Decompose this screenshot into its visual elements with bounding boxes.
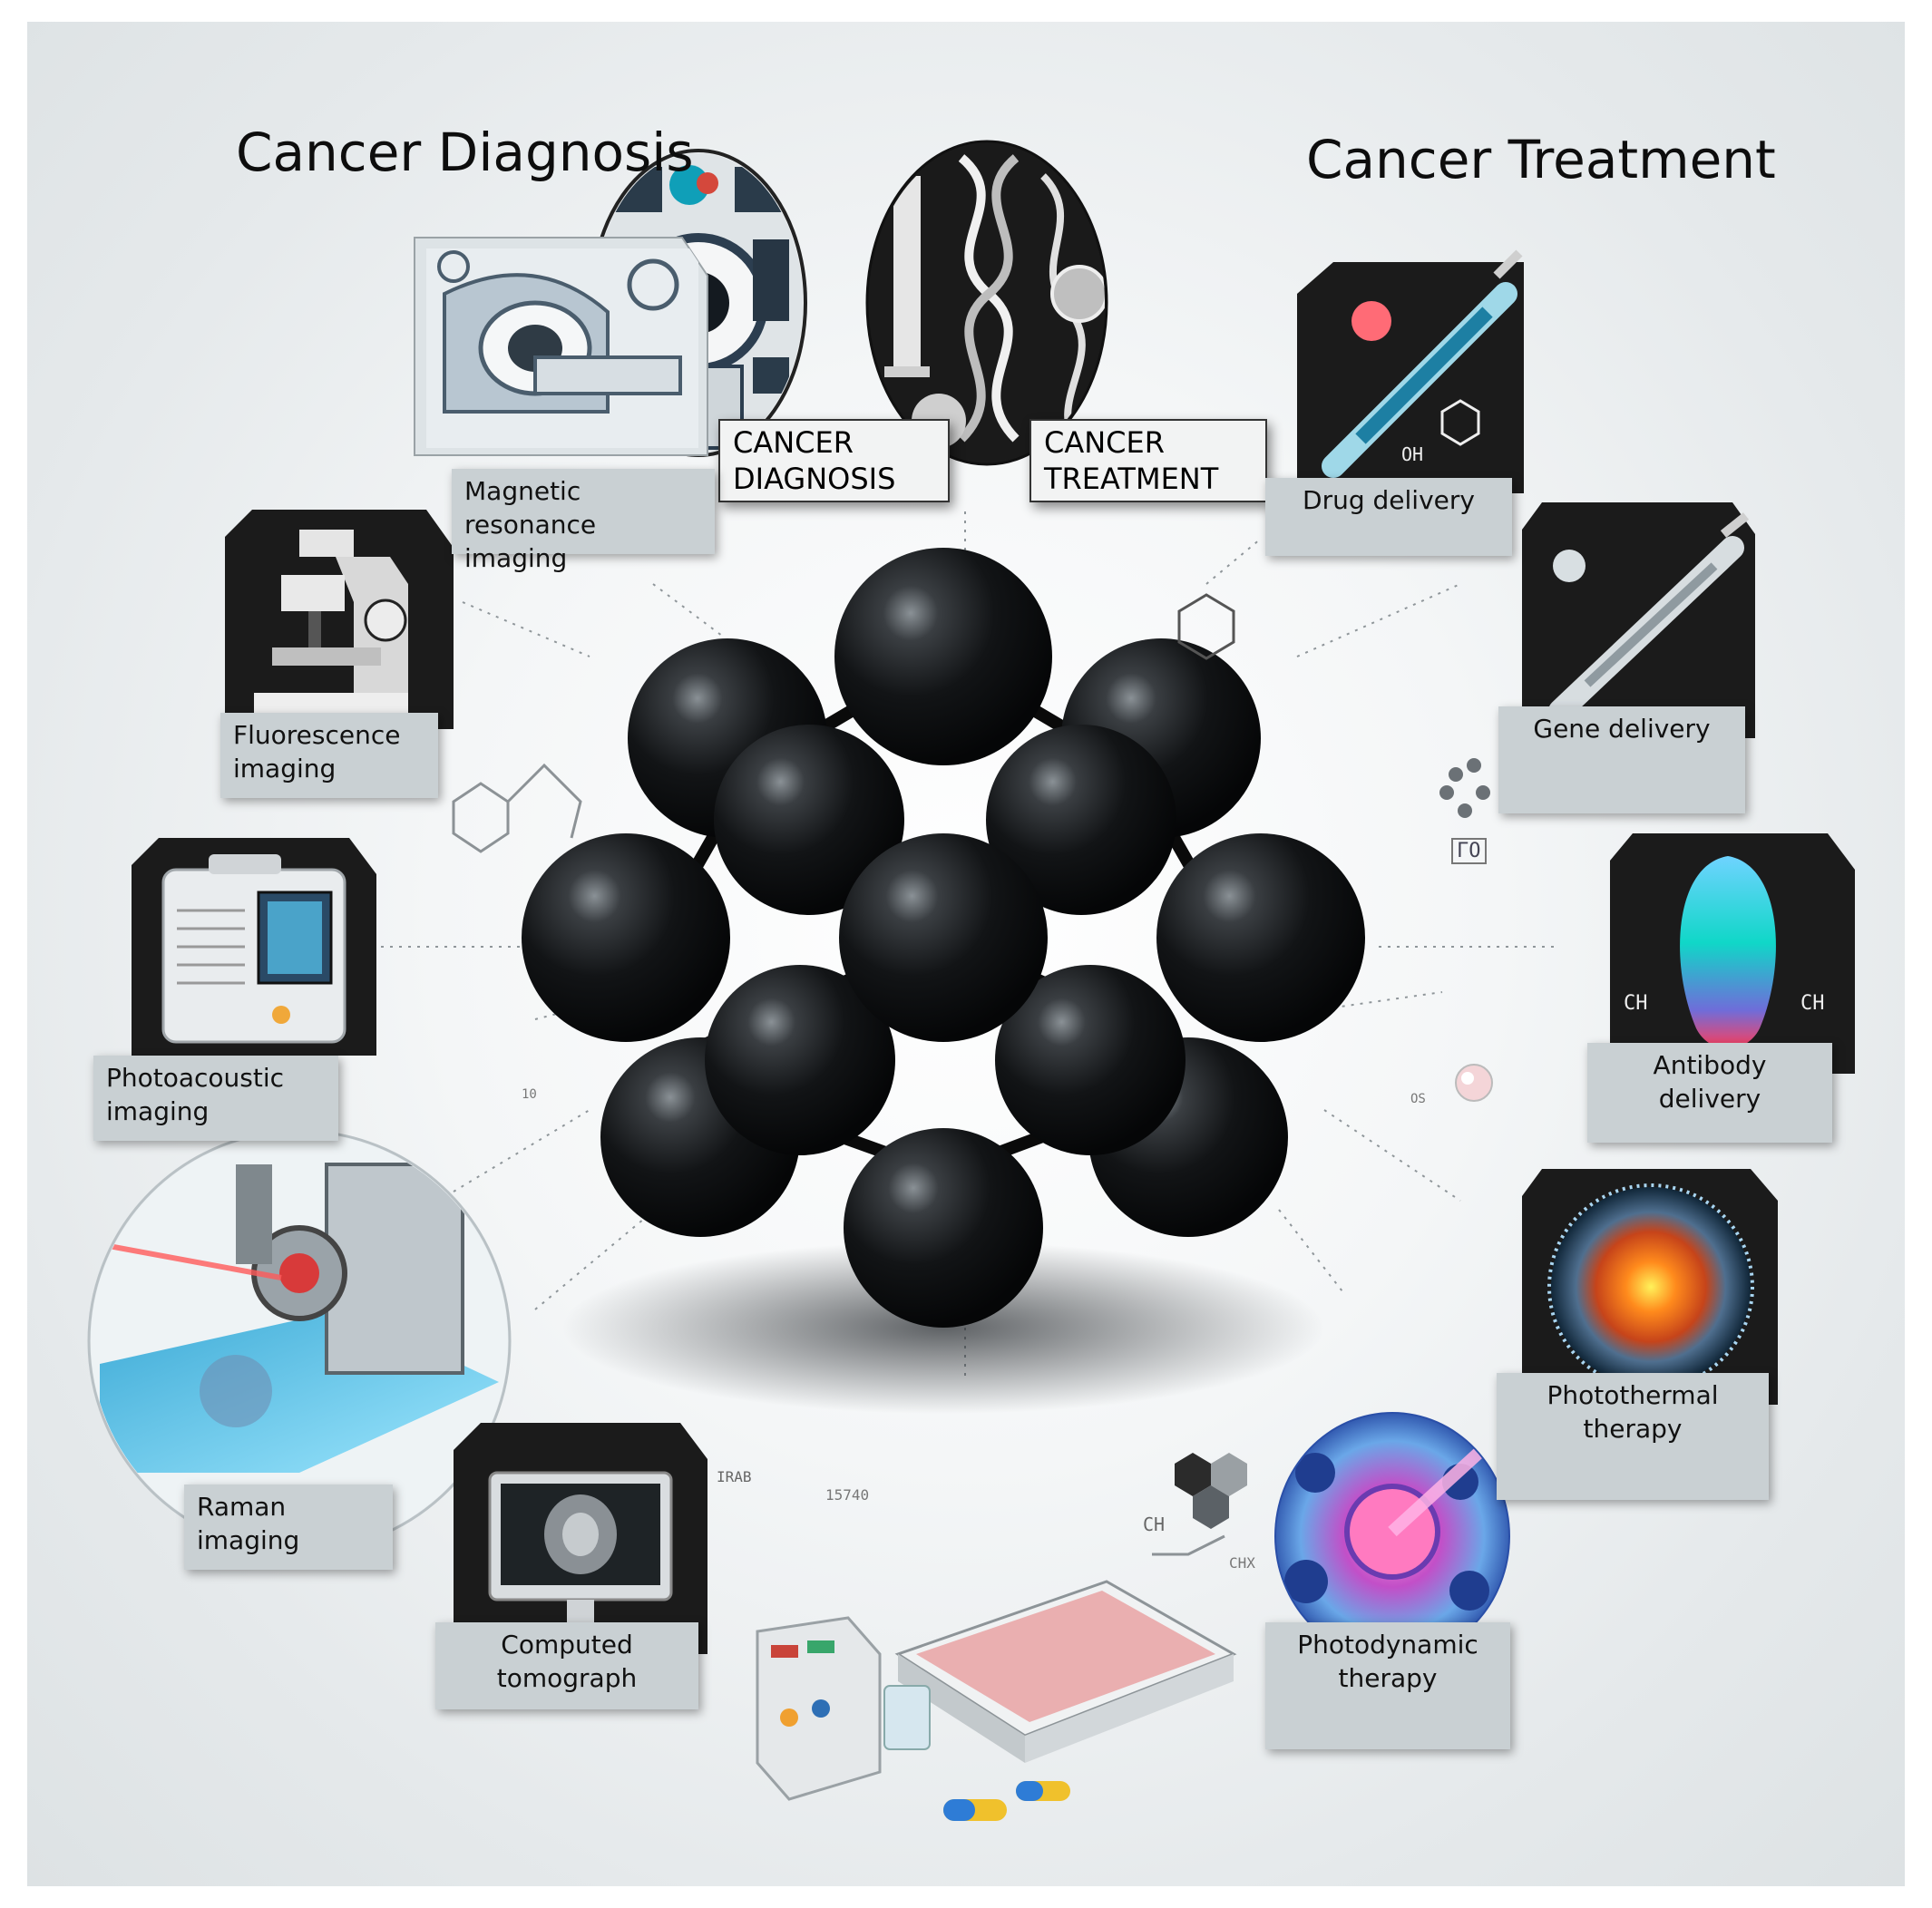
lab-equipment bbox=[756, 1580, 1237, 1821]
label-antibody-delivery: Antibody delivery bbox=[1587, 1043, 1832, 1143]
deco-chx: CHX bbox=[1229, 1554, 1255, 1572]
label-photodynamic: Photodynamic therapy bbox=[1265, 1622, 1510, 1749]
label-photothermal: Photothermal therapy bbox=[1497, 1373, 1769, 1500]
photodynamic-tile bbox=[1274, 1412, 1510, 1660]
figure-canvas: Cancer Diagnosis Cancer Treatment CANCER… bbox=[27, 22, 1905, 1886]
deco-ch-right: CH bbox=[1800, 992, 1825, 1015]
sphere bbox=[705, 965, 895, 1155]
sphere bbox=[1156, 833, 1365, 1042]
deco-ch-float: CH bbox=[1143, 1514, 1166, 1535]
deco-box-glyph: ГО bbox=[1451, 838, 1487, 864]
raman-tile bbox=[87, 1129, 512, 1553]
sphere bbox=[714, 725, 904, 915]
drug-delivery-tile bbox=[1297, 249, 1524, 493]
photothermal-tile bbox=[1522, 1169, 1778, 1405]
sphere bbox=[834, 548, 1052, 765]
deco-irab: IRAB bbox=[717, 1468, 752, 1485]
small-dots bbox=[1439, 758, 1493, 1102]
sphere bbox=[986, 725, 1176, 915]
photoacoustic-tile bbox=[132, 838, 376, 1056]
molecule-sketches bbox=[452, 593, 1235, 1556]
label-raman: Raman imaging bbox=[184, 1485, 393, 1570]
treatment-emblem bbox=[865, 140, 1108, 466]
deco-ch-left: CH bbox=[1624, 992, 1648, 1015]
label-mri: Magnetic resonance imaging bbox=[452, 469, 715, 573]
deco-os: OS bbox=[1410, 1092, 1426, 1106]
label-ct: Computed tomograph bbox=[435, 1622, 698, 1709]
sphere bbox=[844, 1128, 1043, 1328]
sphere bbox=[839, 833, 1048, 1042]
sphere bbox=[995, 965, 1186, 1155]
deco-ten: 10 bbox=[522, 1087, 537, 1102]
caption-cancer-diagnosis: CANCER DIAGNOSIS bbox=[718, 419, 950, 502]
nanoparticle-cluster bbox=[522, 548, 1365, 1328]
diagram-art bbox=[87, 140, 1855, 1821]
antibody-tile bbox=[1610, 833, 1855, 1074]
label-drug-delivery: Drug delivery bbox=[1265, 478, 1512, 556]
ct-tile bbox=[454, 1423, 707, 1654]
label-gene-delivery: Gene delivery bbox=[1498, 706, 1745, 813]
fluorescence-tile bbox=[225, 510, 454, 729]
sphere bbox=[522, 833, 730, 1042]
gene-delivery-tile bbox=[1522, 502, 1755, 738]
deco-number: 15740 bbox=[825, 1486, 870, 1504]
deco-oh: OH bbox=[1401, 443, 1424, 465]
label-fluorescence: Fluorescence imaging bbox=[220, 713, 438, 798]
heading-diagnosis: Cancer Diagnosis bbox=[236, 122, 694, 183]
label-photoacoustic: Photoacoustic imaging bbox=[93, 1056, 338, 1141]
caption-cancer-treatment: CANCER TREATMENT bbox=[1029, 419, 1267, 502]
mri-tile bbox=[414, 237, 708, 456]
hexagon-marks bbox=[1175, 1453, 1247, 1529]
heading-treatment: Cancer Treatment bbox=[1306, 129, 1776, 190]
